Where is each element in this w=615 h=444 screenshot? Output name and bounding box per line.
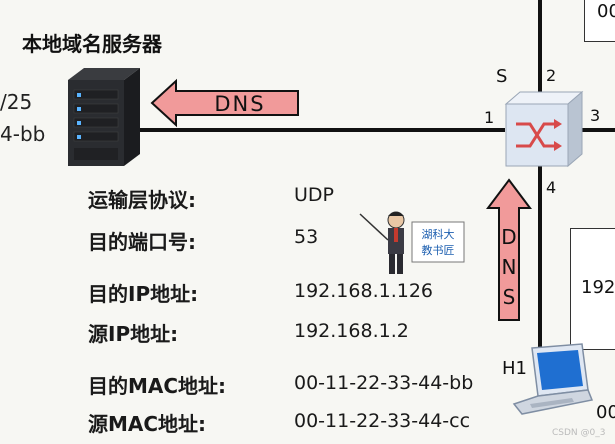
dns-arrow-up-label: D N S: [501, 225, 516, 309]
teacher-cartoon: 湖科大 教书匠: [359, 211, 465, 274]
field-value-dst-ip: 192.168.1.126: [294, 280, 434, 302]
switch-name: S: [496, 66, 508, 87]
wire-server-switch: [80, 128, 505, 132]
right-box-top: 00: [584, 0, 615, 42]
teacher-badge-line1: 湖科大: [422, 227, 455, 241]
switch-port-3: 3: [590, 106, 601, 125]
field-label-src-mac: 源MAC地址:: [88, 412, 207, 436]
host-edge-value: 00: [596, 402, 615, 423]
svg-text:S: S: [503, 285, 516, 309]
laptop-icon[interactable]: [510, 342, 596, 422]
field-value-src-ip: 192.168.1.2: [294, 320, 409, 342]
dns-server-edge-line2: 4-bb: [0, 122, 46, 146]
svg-text:D: D: [501, 225, 516, 249]
field-value-dst-port: 53: [294, 226, 319, 248]
watermark: CSDN @0_3: [552, 428, 606, 438]
server-icon[interactable]: [60, 66, 142, 168]
right-box-top-text: 00: [597, 1, 615, 22]
field-label-transport: 运输层协议:: [88, 188, 196, 212]
host-name: H1: [502, 358, 527, 379]
dns-server-title: 本地域名服务器: [22, 32, 162, 56]
dns-server-edge-line1: /25: [0, 90, 33, 114]
field-label-dst-ip: 目的IP地址:: [88, 282, 199, 306]
teacher-badge-line2: 教书匠: [422, 244, 455, 257]
field-value-src-mac: 00-11-22-33-44-cc: [294, 410, 471, 432]
field-value-dst-mac: 00-11-22-33-44-bb: [294, 372, 474, 394]
right-box-mid: 192: [570, 228, 615, 350]
svg-text:N: N: [502, 255, 517, 279]
dns-arrow-left: DNS: [150, 78, 299, 128]
switch-port-2: 2: [546, 66, 557, 85]
wire-switch-port3: [572, 128, 615, 132]
switch-port-4: 4: [546, 178, 557, 197]
field-value-transport: UDP: [294, 184, 334, 206]
field-label-src-ip: 源IP地址:: [88, 322, 179, 346]
switch-icon[interactable]: [500, 90, 584, 170]
dns-arrow-left-label: DNS: [214, 92, 265, 116]
switch-port-1: 1: [484, 108, 495, 127]
wire-vertical-main: [538, 0, 542, 360]
field-label-dst-port: 目的端口号:: [88, 230, 196, 254]
dns-arrow-up: D N S: [486, 178, 532, 321]
right-box-mid-text: 192: [581, 277, 615, 298]
field-label-dst-mac: 目的MAC地址:: [88, 374, 227, 398]
